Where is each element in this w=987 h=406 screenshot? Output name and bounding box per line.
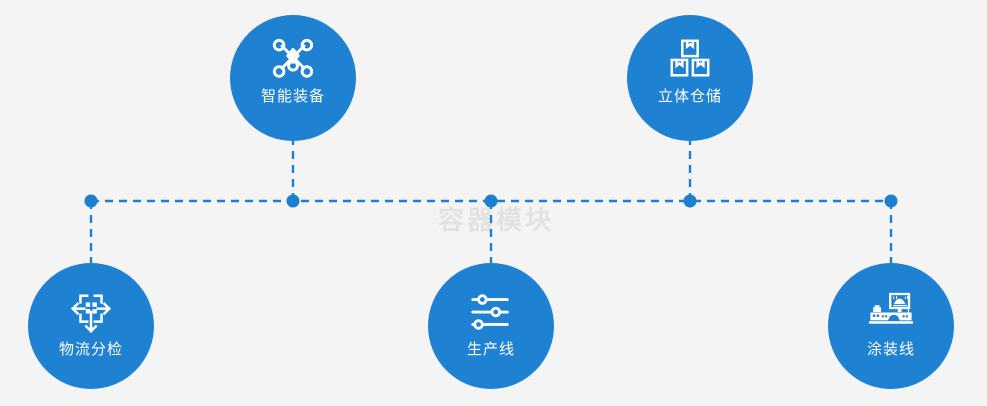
stacked-boxes-icon (670, 39, 710, 77)
junction-node-2[interactable] (286, 194, 300, 208)
sliders-icon (471, 294, 509, 330)
node-label-logistics-sorting: 物流分检 (58, 340, 123, 358)
factory-monitor-icon (868, 292, 914, 324)
node-label-stereoscopic-warehouse: 立体仓储 (657, 87, 722, 105)
junction-node-4[interactable] (683, 194, 697, 208)
junction-node-5[interactable] (884, 194, 898, 208)
junction-node-3[interactable] (484, 194, 498, 208)
network-nodes-icon (272, 38, 314, 78)
node-production-line[interactable]: 生产线 (428, 263, 554, 389)
node-logistics-sorting[interactable]: 物流分检 (28, 263, 154, 389)
node-label-smart-equipment: 智能装备 (260, 87, 325, 105)
node-smart-equipment[interactable]: 智能装备 (230, 15, 356, 141)
watermark-text: 容器模块 (438, 205, 555, 235)
node-label-painting-line: 涂装线 (866, 340, 915, 358)
sorting-arrows-icon (71, 294, 111, 333)
node-painting-line[interactable]: 涂装线 (828, 263, 954, 389)
node-stereoscopic-warehouse[interactable]: 立体仓储 (627, 15, 753, 141)
junction-node-1[interactable] (84, 194, 98, 208)
node-label-production-line: 生产线 (466, 340, 515, 358)
